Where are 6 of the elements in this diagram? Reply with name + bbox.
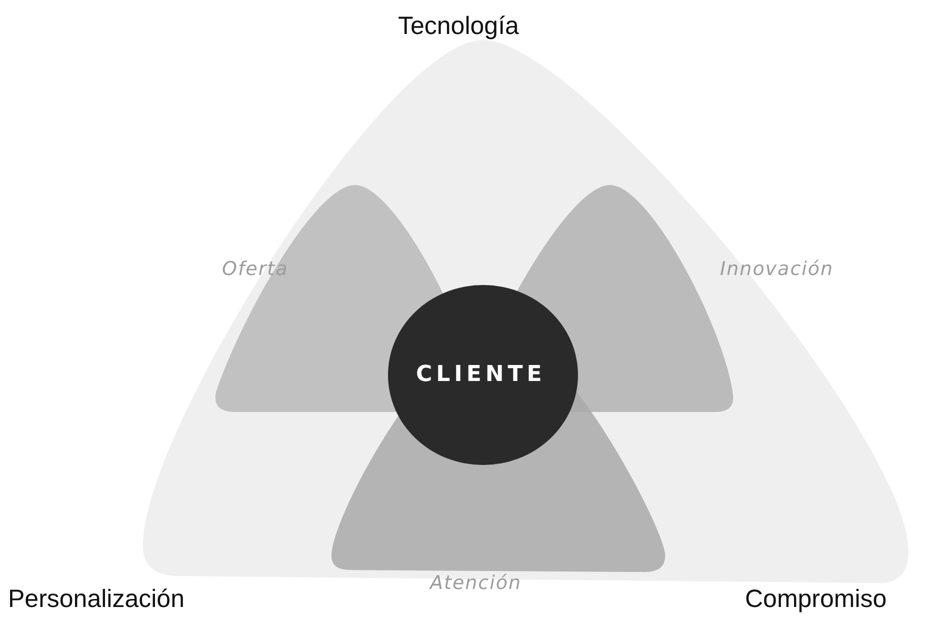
corner-label: Tecnología (398, 12, 519, 41)
center-label: CLIENTE (416, 362, 546, 387)
segment-label: Atención (430, 572, 522, 594)
segment-label: Innovación (720, 258, 834, 280)
corner-label: Personalización (8, 585, 184, 614)
corner-label: Compromiso (745, 585, 887, 614)
